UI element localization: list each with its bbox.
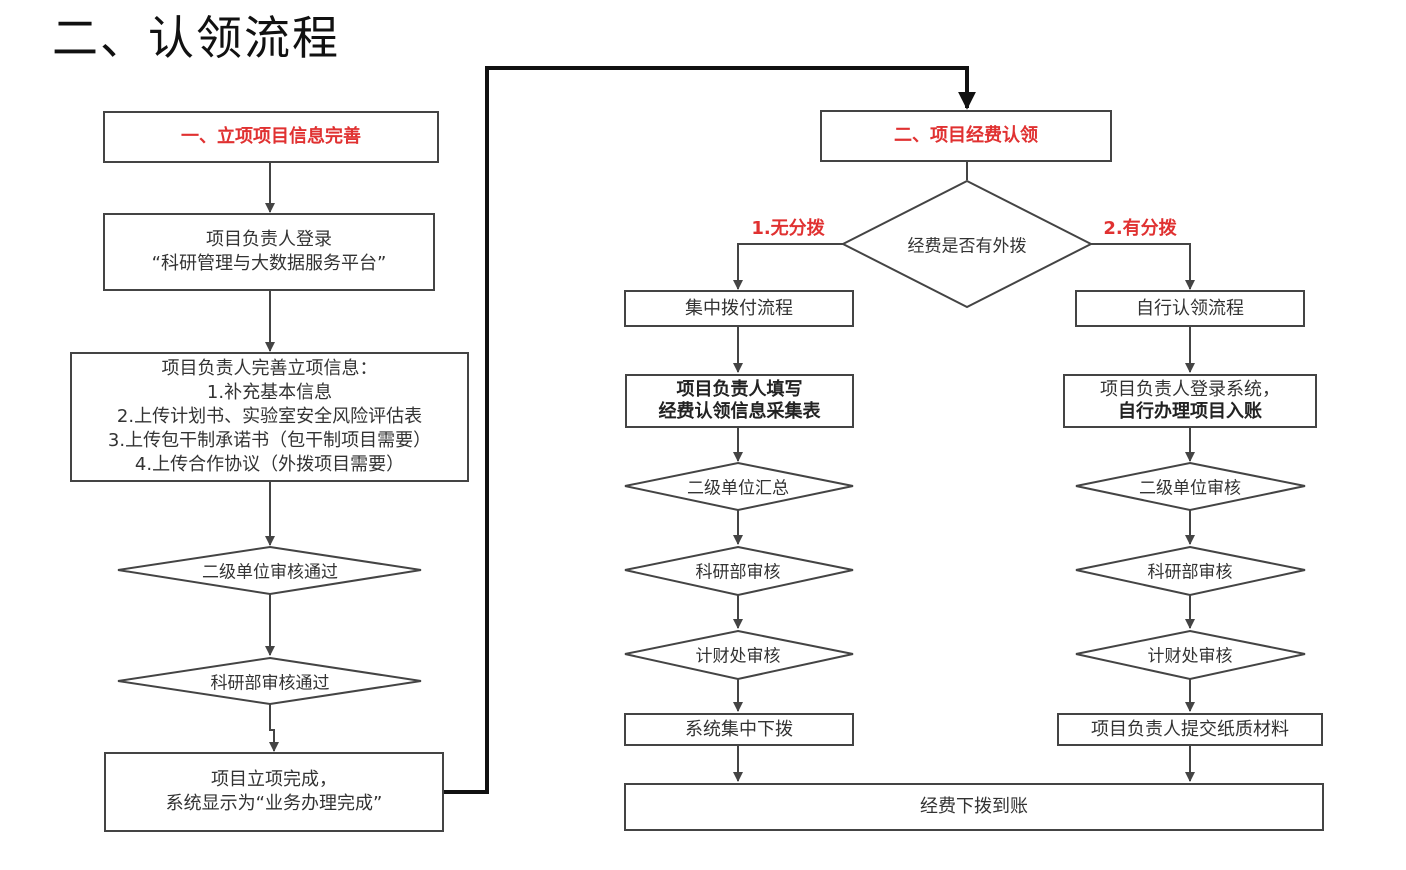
final-box: 经费下拨到账 xyxy=(624,783,1324,831)
unit-review-diamond-yes xyxy=(1075,461,1306,512)
step-two-header-box: 二、项目经费认领 xyxy=(820,110,1112,162)
fill-form-line-2: 经费认领信息采集表 xyxy=(658,401,821,422)
login-line-2: “科研管理与大数据服务平台” xyxy=(151,253,387,274)
self-login-line-1: 项目负责人登录系统， xyxy=(1100,379,1280,400)
research-review-label: 科研部审核通过 xyxy=(210,673,330,694)
research-review-no-label: 科研部审核 xyxy=(695,562,781,583)
done-line-1: 项目立项完成， xyxy=(211,769,337,790)
centralized-process-label: 集中拨付流程 xyxy=(685,297,793,319)
research-review-diamond-left xyxy=(117,656,422,706)
unit-summary-label: 二级单位汇总 xyxy=(687,478,789,499)
finance-review-diamond-no xyxy=(624,629,854,681)
complete-info-line-1: 项目负责人完善立项信息： xyxy=(161,358,378,379)
research-review-yes-label: 科研部审核 xyxy=(1147,562,1233,583)
decision-label: 经费是否有外拨 xyxy=(907,236,1027,257)
complete-info-line-2: 1.补充基本信息 xyxy=(206,382,333,403)
done-box: 项目立项完成， 系统显示为“业务办理完成” xyxy=(104,752,444,832)
arrow-decision-to-no-branch xyxy=(733,243,843,290)
unit-review-label: 二级单位审核通过 xyxy=(202,562,338,583)
step-one-header-box: 一、立项项目信息完善 xyxy=(103,111,439,163)
step-two-header: 二、项目经费认领 xyxy=(894,125,1038,146)
research-review-diamond-yes xyxy=(1075,545,1306,597)
self-claim-process-box: 自行认领流程 xyxy=(1075,290,1305,327)
complete-info-line-4: 3.上传包干制承诺书（包干制项目需要） xyxy=(107,430,432,451)
complete-info-box: 项目负责人完善立项信息： 1.补充基本信息 2.上传计划书、实验室安全风险评估表… xyxy=(70,352,469,482)
branch-yes-label: 2.有分拨 xyxy=(1103,218,1177,239)
arrow-research-to-done xyxy=(269,704,279,752)
connector-left-to-right xyxy=(444,66,976,794)
done-line-2: 系统显示为“业务办理完成” xyxy=(165,793,383,814)
complete-info-line-3: 2.上传计划书、实验室安全风险评估表 xyxy=(116,406,423,427)
unit-review-yes-label: 二级单位审核 xyxy=(1139,478,1241,499)
final-label: 经费下拨到账 xyxy=(920,796,1028,817)
branch-no-label: 1.无分拨 xyxy=(751,218,825,239)
complete-info-line-5: 4.上传合作协议（外拨项目需要） xyxy=(134,454,405,475)
submit-materials-label: 项目负责人提交纸质材料 xyxy=(1091,718,1289,740)
unit-summary-diamond xyxy=(624,461,854,512)
system-allocate-box: 系统集中下拨 xyxy=(624,713,854,746)
centralized-process-box: 集中拨付流程 xyxy=(624,290,854,327)
self-login-box: 项目负责人登录系统， 自行办理项目入账 xyxy=(1063,374,1317,428)
finance-review-diamond-yes xyxy=(1075,629,1306,681)
login-box: 项目负责人登录 “科研管理与大数据服务平台” xyxy=(103,213,435,291)
finance-review-no-label: 计财处审核 xyxy=(695,646,781,667)
research-review-diamond-no xyxy=(624,545,854,597)
system-allocate-label: 系统集中下拨 xyxy=(685,718,793,740)
arrow-decision-to-yes-branch xyxy=(1091,243,1195,290)
fill-form-line-1: 项目负责人填写 xyxy=(676,379,803,400)
self-login-line-2: 自行办理项目入账 xyxy=(1118,401,1262,422)
decision-diamond xyxy=(840,179,1094,309)
unit-review-diamond-left xyxy=(117,545,422,596)
submit-materials-box: 项目负责人提交纸质材料 xyxy=(1057,713,1323,746)
page-title: 二、认领流程 xyxy=(52,11,340,65)
step-one-header: 一、立项项目信息完善 xyxy=(181,126,361,147)
self-claim-process-label: 自行认领流程 xyxy=(1136,297,1244,319)
fill-form-box: 项目负责人填写 经费认领信息采集表 xyxy=(625,374,854,428)
login-line-1: 项目负责人登录 xyxy=(206,229,332,250)
finance-review-yes-label: 计财处审核 xyxy=(1147,646,1233,667)
